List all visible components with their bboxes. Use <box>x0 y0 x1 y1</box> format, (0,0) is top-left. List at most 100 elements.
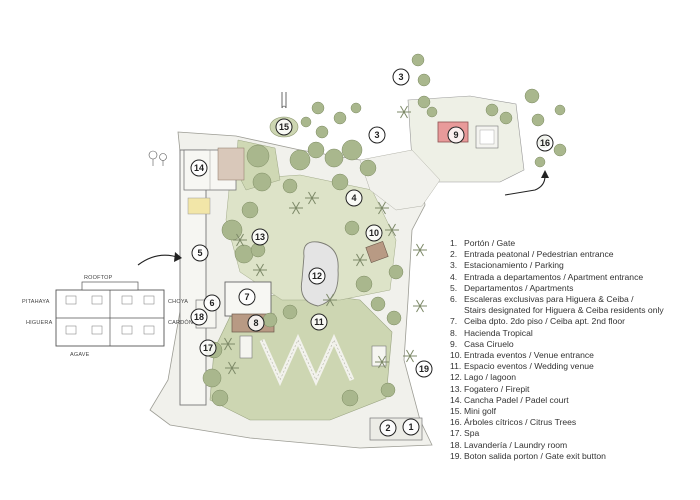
palm-tree-icon <box>413 243 427 257</box>
tree-canopy <box>246 144 270 168</box>
arrow-to-citrus-head <box>541 170 549 178</box>
tree-canopy <box>531 113 545 127</box>
svg-text:11: 11 <box>314 317 324 327</box>
tree-canopy <box>417 95 431 109</box>
legend-number: 14. <box>450 394 462 405</box>
label-choya: CHOYA <box>168 299 188 305</box>
svg-text:16: 16 <box>540 138 550 148</box>
map-marker-8[interactable]: 8 <box>247 314 265 332</box>
arrow-to-apartments <box>137 254 181 266</box>
tree-canopy <box>359 159 377 177</box>
legend-text: Stairs designated for Higuera & Ceiba re… <box>464 305 664 316</box>
tree-canopy <box>534 156 546 168</box>
tree-canopy <box>202 368 222 388</box>
map-marker-3[interactable]: 3 <box>392 68 410 86</box>
tree-canopy <box>554 104 566 116</box>
legend-text: Hacienda Tropical <box>464 327 533 338</box>
tree-canopy <box>380 382 396 398</box>
svg-text:19: 19 <box>419 364 429 374</box>
map-marker-4[interactable]: 4 <box>345 189 363 207</box>
legend-text: Árboles cítricos / Citrus Trees <box>464 417 577 428</box>
legend-text: Ceiba dpto. 2do piso / Ceiba apt. 2nd fl… <box>464 316 626 327</box>
legend-item: 19.Boton salida porton / Gate exit butto… <box>450 451 698 462</box>
legend-text: Lavandería / Laundry room <box>464 439 568 450</box>
legend-text: Departamentos / Apartments <box>464 282 574 293</box>
tree-canopy <box>411 53 425 67</box>
svg-text:18: 18 <box>194 312 204 322</box>
legend-item: 11.Espacio eventos / Wedding venue <box>450 361 698 372</box>
tree-canopy <box>370 296 386 312</box>
legend-item: 10.Entrada eventos / Venue entrance <box>450 350 698 361</box>
legend-number: 1. <box>450 238 458 248</box>
arrow-to-apartments-head <box>174 252 182 262</box>
tree-canopy <box>311 101 325 115</box>
event-pavilion <box>239 335 253 359</box>
legend-text: Lago / lagoon <box>464 372 517 383</box>
map-marker-13[interactable]: 13 <box>251 228 269 246</box>
wood-deck <box>217 147 245 181</box>
tree-canopy <box>426 106 438 118</box>
legend-item: 7. Ceiba dpto. 2do piso / Ceiba apt. 2nd … <box>450 316 698 327</box>
tree-canopy <box>282 178 298 194</box>
label-higuera: HIGUERA <box>26 320 53 326</box>
svg-text:3: 3 <box>374 130 379 140</box>
map-marker-9[interactable]: 9 <box>447 126 465 144</box>
svg-text:14: 14 <box>194 163 204 173</box>
palm-tree-icon <box>225 361 239 375</box>
map-marker-14[interactable]: 14 <box>190 159 208 177</box>
palm-tree-icon <box>289 201 303 215</box>
legend-item: 12.Lago / lagoon <box>450 372 698 383</box>
tree-canopy <box>262 312 278 328</box>
map-marker-17[interactable]: 17 <box>199 339 217 357</box>
map-marker-6[interactable]: 6 <box>203 294 221 312</box>
palm-tree-icon <box>305 191 319 205</box>
legend-item: 15.Mini golf <box>450 406 698 417</box>
map-marker-12[interactable]: 12 <box>308 267 326 285</box>
legend-text: Cancha Padel / Padel court <box>464 394 569 405</box>
legend-number: 17. <box>450 428 462 439</box>
svg-text:4: 4 <box>351 193 356 203</box>
tree-canopy <box>499 111 513 125</box>
tree-canopy <box>331 173 349 191</box>
palm-tree-icon <box>323 293 337 307</box>
tree-canopy <box>524 88 540 104</box>
tree-canopy <box>221 219 243 241</box>
svg-text:8: 8 <box>253 318 258 328</box>
legend-text: Spa <box>464 428 480 439</box>
label-agave: AGAVE <box>70 352 90 358</box>
svg-text:3: 3 <box>398 72 403 82</box>
legend-number: 7. <box>450 316 458 327</box>
map-marker-15[interactable]: 15 <box>275 118 293 136</box>
legend-number: 15. <box>450 406 462 417</box>
palm-tree-icon <box>397 105 411 119</box>
map-marker-19[interactable]: 19 <box>415 360 433 378</box>
map-marker-3[interactable]: 3 <box>368 126 386 144</box>
palm-tree-icon <box>413 299 427 313</box>
tree-canopy <box>485 103 499 117</box>
map-marker-16[interactable]: 16 <box>536 134 554 152</box>
map-marker-10[interactable]: 10 <box>365 224 383 242</box>
tree-canopy <box>341 389 359 407</box>
map-marker-18[interactable]: 18 <box>190 308 208 326</box>
map-marker-5[interactable]: 5 <box>191 244 209 262</box>
legend-item: 5.Departamentos / Apartments <box>450 283 698 294</box>
map-marker-7[interactable]: 7 <box>238 288 256 306</box>
legend-number: 8. <box>450 327 458 338</box>
tree-canopy <box>386 310 402 326</box>
legend-number: 11. <box>450 361 462 372</box>
map-marker-2[interactable]: 2 <box>379 419 397 437</box>
apartments-diagram: ROOFTOP PITAHAYA HIGUERA CHOYA CARDÓN AG… <box>22 275 193 358</box>
apartments-block <box>179 149 207 406</box>
legend-item: 8. Hacienda Tropical <box>450 328 698 339</box>
svg-text:6: 6 <box>209 298 214 308</box>
map-marker-1[interactable]: 1 <box>402 418 420 436</box>
label-pitahaya: PITAHAYA <box>22 299 50 305</box>
palm-tree-icon <box>221 337 235 351</box>
legend-item: 16.Árboles cítricos / Citrus Trees <box>450 417 698 428</box>
palm-tree-icon <box>385 223 399 237</box>
map-marker-11[interactable]: 11 <box>310 313 328 331</box>
legend-text: Espacio eventos / Wedding venue <box>464 361 594 372</box>
legend-number: 10. <box>450 350 462 361</box>
